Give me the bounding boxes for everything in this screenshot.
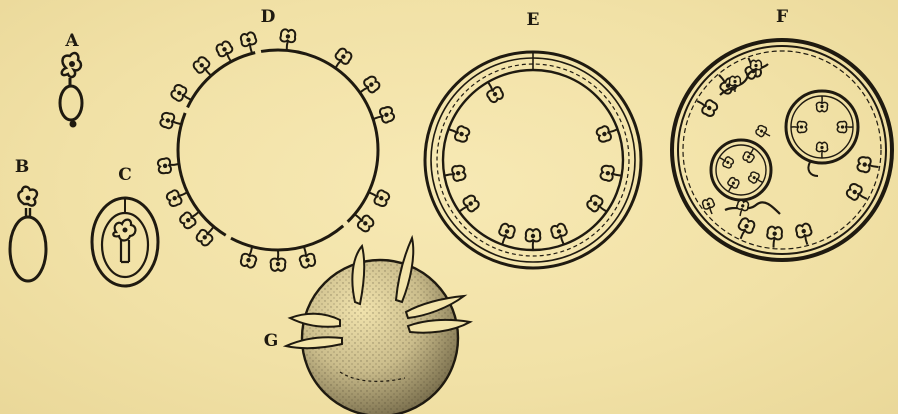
figure-b: B <box>10 157 46 281</box>
figure-a: A <box>60 31 82 128</box>
figure-a-label: A <box>64 31 79 51</box>
figure-d-label: D <box>261 7 276 27</box>
figure-b-label: B <box>15 157 29 177</box>
figure-g: G <box>264 238 470 414</box>
figure-c: C <box>92 165 158 286</box>
figure-d: D <box>157 7 395 271</box>
figure-g-label: G <box>264 331 279 351</box>
figure-e: E <box>425 10 641 268</box>
figure-e-label: E <box>527 10 540 30</box>
figure-f-label: F <box>776 7 788 27</box>
figure-f: F <box>672 7 892 260</box>
figure-c-label: C <box>118 165 132 185</box>
